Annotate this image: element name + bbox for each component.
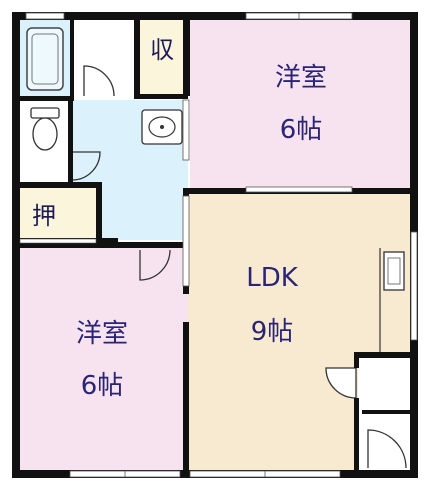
toilet-door-swing [71, 151, 101, 181]
kitchen-fixture-inner [387, 257, 401, 285]
windows [19, 12, 418, 478]
western-room-top-name: 洋室 [275, 63, 327, 93]
entrance-door-swing [325, 367, 357, 399]
sliding-door-ldk [182, 195, 190, 287]
ldk-size: 9帖 [251, 317, 294, 347]
bathtub [26, 27, 64, 91]
window-mid [245, 186, 353, 193]
western-room-left-floor [20, 248, 188, 470]
washbasin-drain [160, 125, 164, 129]
window-right-ldk [410, 231, 418, 341]
western-room-left-size: 6帖 [81, 371, 124, 401]
closet-label: 押 [32, 202, 56, 230]
sliding-door-wet [182, 99, 190, 161]
front-door-swing [367, 429, 407, 469]
bathtub-inner [31, 33, 59, 85]
window-closet [19, 238, 97, 244]
western-room-top-floor [190, 20, 412, 188]
kitchen-fixture [383, 251, 405, 291]
western-left-door-swing [139, 249, 171, 281]
storage-floor [140, 20, 188, 98]
ldk-name: LDK [246, 263, 299, 293]
washroom-door-swing [83, 65, 115, 97]
western-room-left-name: 洋室 [76, 319, 128, 349]
toilet-bowl [32, 117, 58, 151]
toilet-tank [30, 107, 60, 119]
washroom-floor [72, 20, 138, 98]
window-top-bath [25, 12, 65, 20]
closet-floor [20, 188, 98, 240]
western-room-top-size: 6帖 [280, 115, 323, 145]
storage-label: 収 [150, 36, 174, 64]
